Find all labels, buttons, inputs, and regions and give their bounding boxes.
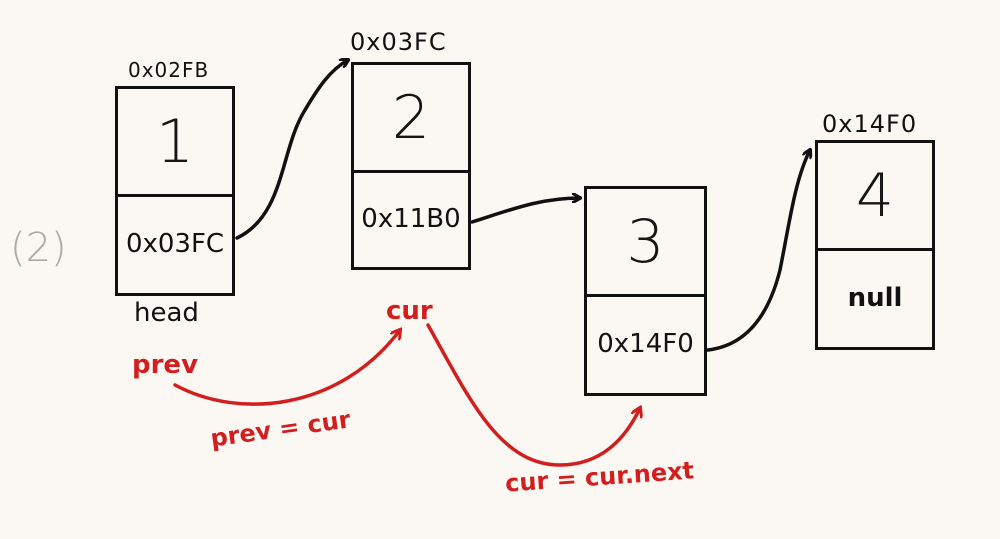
node-1-next: 0x03FC bbox=[125, 228, 225, 259]
node-2-value-cell: 2 bbox=[354, 65, 468, 173]
node-4-value-cell: 4 bbox=[818, 143, 932, 251]
node-1-value-cell: 1 bbox=[118, 89, 232, 197]
node-4-value: 4 bbox=[855, 160, 895, 231]
node-1: 1 0x03FC bbox=[115, 86, 235, 296]
node-2-value: 2 bbox=[391, 82, 431, 153]
node-4: 4 null bbox=[815, 140, 935, 350]
node-2: 2 0x11B0 bbox=[351, 62, 471, 270]
node-4-next-cell: null bbox=[818, 248, 932, 347]
arrow-node1-to-node2 bbox=[235, 60, 348, 240]
node-3-value: 3 bbox=[626, 206, 665, 277]
node-3-next: 0x14F0 bbox=[597, 328, 694, 359]
arrow-cur-to-next bbox=[426, 323, 640, 467]
arrow-node2-to-node3 bbox=[470, 198, 580, 224]
node-1-value: 1 bbox=[155, 106, 195, 177]
node-1-address: 0x02FB bbox=[128, 58, 210, 82]
node-3: 3 0x14F0 bbox=[584, 186, 707, 396]
node-4-next: null bbox=[847, 282, 903, 313]
step-label: (2) bbox=[10, 225, 67, 271]
arrow-prev-to-cur bbox=[173, 330, 400, 406]
node-2-next-cell: 0x11B0 bbox=[354, 170, 468, 267]
node-3-value-cell: 3 bbox=[587, 189, 704, 297]
node-1-next-cell: 0x03FC bbox=[118, 194, 232, 293]
node-3-next-cell: 0x14F0 bbox=[587, 294, 704, 393]
node-2-address: 0x03FC bbox=[350, 28, 447, 56]
prev-label: prev bbox=[132, 350, 199, 380]
node-2-next: 0x11B0 bbox=[361, 203, 461, 234]
node-4-address: 0x14F0 bbox=[822, 110, 918, 138]
arrow-node3-to-node4 bbox=[706, 150, 810, 352]
head-label: head bbox=[134, 298, 199, 328]
cur-label: cur bbox=[386, 296, 433, 326]
